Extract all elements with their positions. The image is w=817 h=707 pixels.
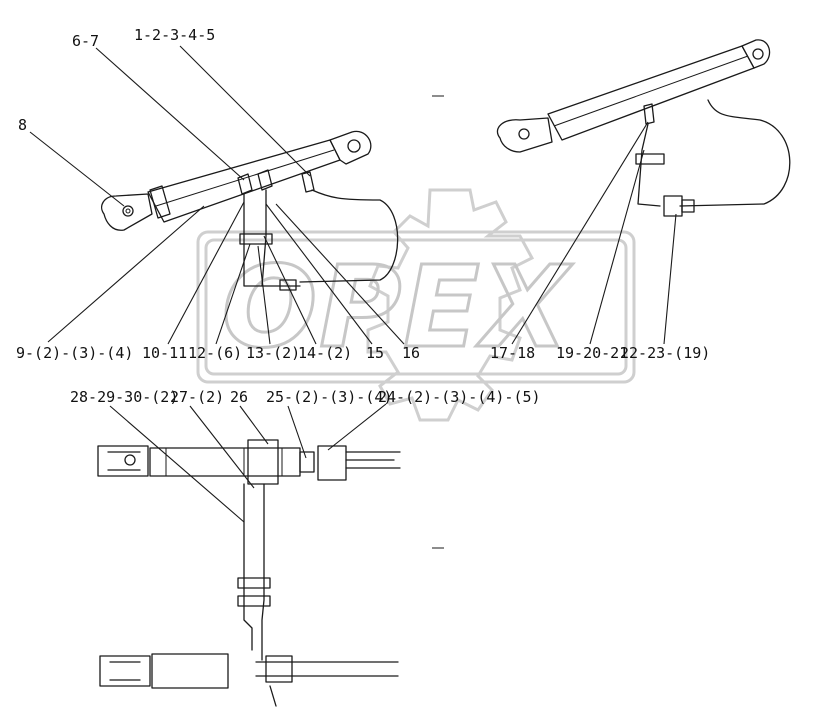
- bottom-top-fitting: [299, 451, 315, 473]
- leader-27: [189, 405, 255, 489]
- bottom-vertical-pipes: [243, 483, 265, 661]
- hose-left-loop: [299, 189, 399, 283]
- leader-15: [265, 203, 373, 345]
- cylinder-right-end-hole: [752, 48, 764, 60]
- bottom-top-pipes: [345, 451, 401, 469]
- leader-6-7: [95, 47, 245, 181]
- cylinder-left-barrel-line: [155, 149, 335, 207]
- cylinder-left-rod-eye-hole-inner: [125, 208, 131, 214]
- leader-26: [239, 405, 269, 445]
- watermark-plate-inner: [204, 238, 628, 376]
- cylinder-right-port: [643, 103, 655, 125]
- watermark: OPEX: [196, 188, 636, 422]
- leader-25: [287, 405, 307, 459]
- callout-12: 12-(6): [188, 344, 242, 362]
- leader-lines: [29, 45, 677, 523]
- hose-right-drop: [637, 123, 661, 207]
- leader-14: [263, 235, 317, 345]
- leader-19-20-21: [589, 149, 645, 345]
- cylinder-left-port-a: [237, 173, 253, 195]
- callout-8: 8: [18, 116, 27, 134]
- cylinder-right-end-clevis: [741, 39, 771, 69]
- cylinder-left-hoses: [239, 189, 399, 291]
- cylinder-right-rod-eye: [496, 117, 553, 153]
- cylinder-left-rod-eye: [101, 193, 153, 231]
- leader-24: [327, 403, 387, 451]
- bracket-right-clamp: [635, 153, 665, 165]
- cylinder-right-hoses: [635, 99, 791, 217]
- cylinder-left-head: [149, 185, 171, 219]
- fitting-right-union: [681, 199, 695, 213]
- bracket-left-clamp: [239, 233, 273, 245]
- hose-right-loop: [679, 99, 791, 207]
- bottom-top-cylinder-line: [165, 448, 283, 476]
- leader-13: [257, 245, 271, 345]
- callout-22-23: 22-23-(19): [620, 344, 710, 362]
- callout-19-20-21: 19-20-21: [556, 344, 628, 362]
- callout-24: 24-(2)-(3)-(4)-(5): [378, 388, 541, 406]
- callout-17-18: 17-18: [490, 344, 535, 362]
- cylinder-right-barrel: [547, 45, 755, 141]
- callout-labels: 6-7 1-2-3-4-5 8 9-(2)-(3)-(4) 10-11 12-(…: [16, 26, 710, 406]
- leader-10-11: [167, 201, 245, 345]
- callout-16: 16: [402, 344, 420, 362]
- cylinder-right-rod-eye-hole: [518, 128, 530, 140]
- bottom-assembly: [97, 439, 401, 707]
- leader-9: [47, 205, 205, 343]
- cylinder-left-port-c: [301, 171, 315, 193]
- bottom-top-valve: [317, 445, 347, 481]
- callout-25: 25-(2)-(3)-(4): [266, 388, 392, 406]
- callout-28: 28-29-30-(2): [70, 388, 178, 406]
- callout-9: 9-(2)-(3)-(4): [16, 344, 133, 362]
- bracket-right-plate: [663, 195, 683, 217]
- callout-26: 26: [230, 388, 248, 406]
- leader-16: [275, 203, 405, 345]
- bottom-lower-clevis: [99, 655, 151, 687]
- hose-left-b: [261, 189, 267, 287]
- callout-10-11: 10-11: [142, 344, 187, 362]
- callout-15: 15: [366, 344, 384, 362]
- cylinder-left-rod-eye-hole: [122, 205, 134, 217]
- bottom-clamp-lower: [237, 595, 271, 607]
- cylinder-left-end-clevis: [329, 130, 372, 165]
- callout-13: 13-(2): [246, 344, 300, 362]
- bottom-lower-cylinder: [151, 653, 229, 689]
- leader-28: [109, 405, 245, 523]
- callout-1-2-3-4-5: 1-2-3-4-5: [134, 26, 215, 44]
- leader-22-23: [663, 213, 677, 345]
- cylinder-left: [101, 130, 372, 231]
- bottom-top-clevis: [97, 445, 149, 477]
- watermark-text: OPEX: [222, 243, 573, 373]
- cylinder-right-barrel-line: [553, 55, 749, 127]
- cylinder-left-port-b: [257, 169, 273, 191]
- fitting-left-union: [279, 279, 297, 291]
- bottom-top-cylinder: [149, 447, 301, 477]
- bottom-clamp-upper: [237, 577, 271, 589]
- callout-14: 14-(2): [298, 344, 352, 362]
- leader-17-18: [511, 121, 649, 345]
- cylinder-left-end-hole: [347, 139, 361, 153]
- bottom-top-clevis-pin: [124, 454, 136, 466]
- bottom-lower-pipes: [255, 661, 399, 707]
- bottom-lower-fitting: [265, 655, 293, 683]
- leader-12: [215, 243, 251, 345]
- cylinder-right: [496, 39, 771, 153]
- leader-1-2-3-4-5: [179, 45, 311, 177]
- bottom-top-block: [247, 439, 279, 485]
- callout-27: 27-(2): [170, 388, 224, 406]
- leader-8: [29, 131, 125, 207]
- watermark-plate: [196, 230, 636, 384]
- callout-6-7: 6-7: [72, 32, 99, 50]
